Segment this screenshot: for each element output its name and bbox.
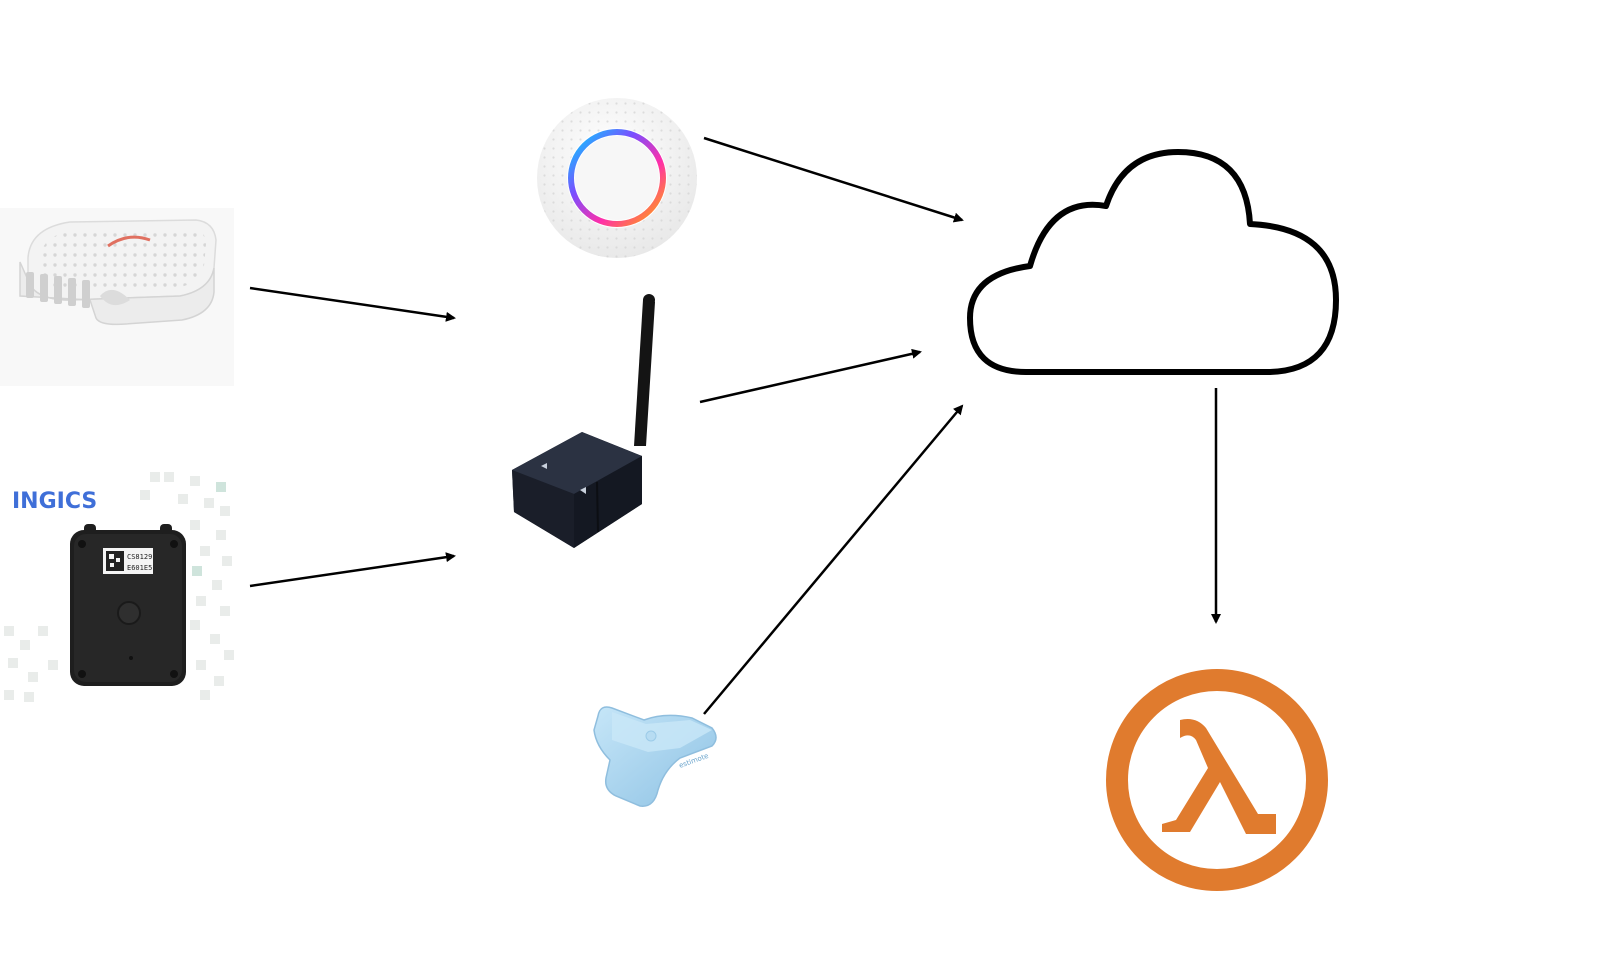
arrow-beacon-to-gateway [249,552,456,588]
connection-arrows [249,136,1221,715]
arrow-ceiling-to-cloud [703,136,964,223]
arrow-sensor-to-gateway [249,286,456,322]
cloud-icon [967,149,1339,375]
ingics-beacon-icon: INGICS CS8129 E601E5 [4,472,234,702]
ingics-tag-line2: E601E5 [127,564,152,572]
usb-bluetooth-gateway-icon [512,294,655,548]
arrow-estimote-to-cloud [703,404,964,715]
ceiling-bluetooth-gateway-icon [537,98,697,258]
estimote-beacon-icon: estimote [593,706,717,807]
ingics-tag-line1: CS8129 [127,553,152,561]
ingics-brand-label: INGICS [12,489,97,514]
arrow-gateway-to-cloud [699,348,922,404]
lambda-logo-icon [1106,669,1328,891]
air-quality-sensor-icon [0,208,234,386]
